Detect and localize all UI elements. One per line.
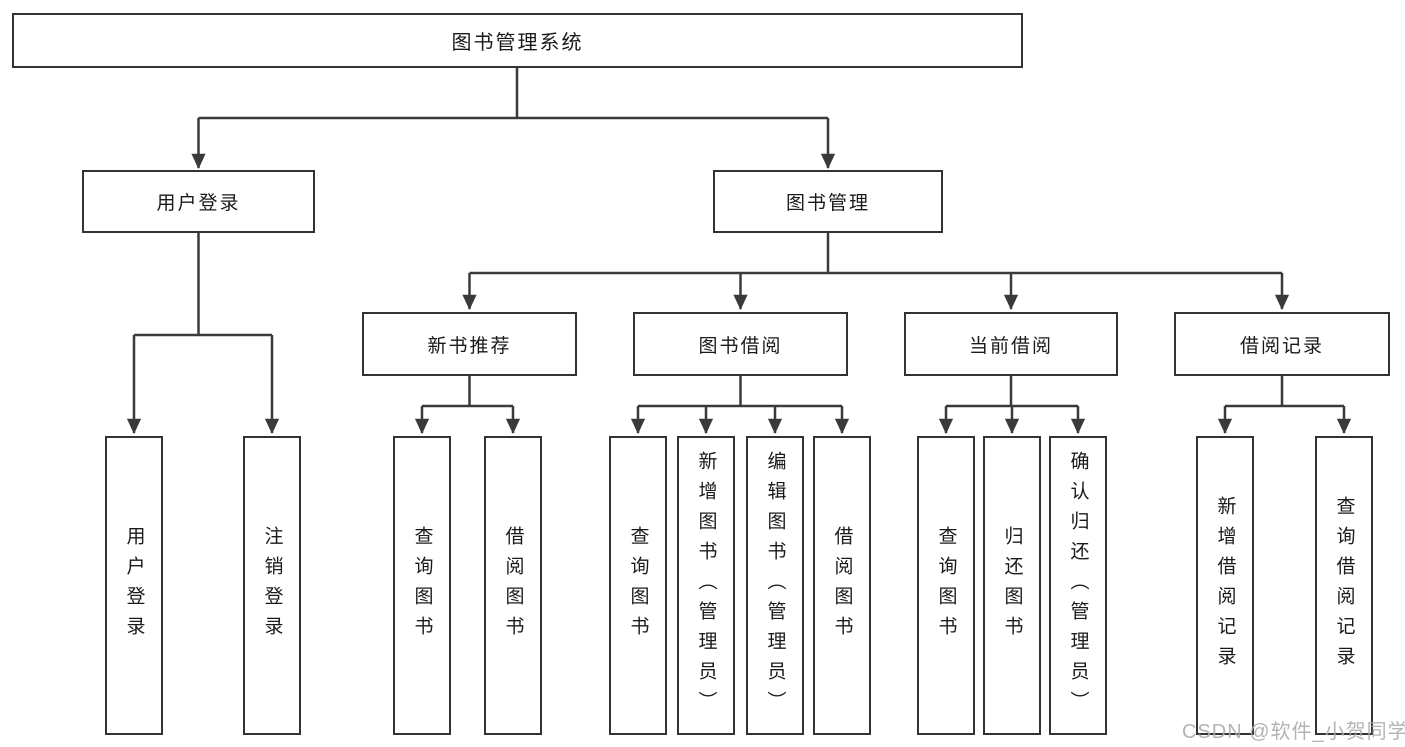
leaf-return-book: 归还图书 <box>983 436 1041 735</box>
leaf-borrow-books: 借阅图书 <box>813 436 871 735</box>
node-borrowing-records: 借阅记录 <box>1174 312 1390 376</box>
leaf-add-borrow-record: 新增借阅记录 <box>1196 436 1254 735</box>
node-label: 确认归还（管理员） <box>1067 450 1089 721</box>
node-user-login: 用户登录 <box>82 170 315 233</box>
leaf-query-borrow-record: 查询借阅记录 <box>1315 436 1373 735</box>
node-root: 图书管理系统 <box>12 13 1023 68</box>
node-book-borrowing: 图书借阅 <box>633 312 848 376</box>
node-label: 借阅记录 <box>1239 335 1324 357</box>
leaf-edit-book-admin: 编辑图书（管理员） <box>746 436 804 735</box>
leaf-confirm-return-admin: 确认归还（管理员） <box>1049 436 1107 735</box>
node-label: 查询图书 <box>411 525 433 646</box>
node-label: 新增图书（管理员） <box>695 450 717 721</box>
leaf-user-login: 用户登录 <box>105 436 163 735</box>
node-label: 借阅图书 <box>831 525 853 646</box>
leaf-query-books-current: 查询图书 <box>917 436 975 735</box>
node-label: 归还图书 <box>1001 525 1023 646</box>
leaf-logout: 注销登录 <box>243 436 301 735</box>
leaf-borrow-books-recommend: 借阅图书 <box>484 436 542 735</box>
node-label: 新增借阅记录 <box>1214 495 1236 676</box>
leaf-query-books-recommend: 查询图书 <box>393 436 451 735</box>
node-label: 图书管理 <box>785 193 870 214</box>
node-current-borrowing: 当前借阅 <box>904 312 1118 376</box>
node-book-management: 图书管理 <box>713 170 943 233</box>
node-label: 查询图书 <box>935 525 957 646</box>
leaf-add-book-admin: 新增图书（管理员） <box>677 436 735 735</box>
leaf-query-books-borrow: 查询图书 <box>609 436 667 735</box>
node-label: 查询借阅记录 <box>1333 495 1355 676</box>
csdn-watermark: CSDN @软件_小贺同学 <box>1182 721 1405 743</box>
node-label: 借阅图书 <box>502 525 524 646</box>
node-label: 查询图书 <box>627 525 649 646</box>
node-label: 注销登录 <box>261 525 283 646</box>
node-label: 图书借阅 <box>698 335 783 357</box>
node-label: 用户登录 <box>156 193 241 214</box>
node-label: 新书推荐 <box>427 335 512 357</box>
node-label: 编辑图书（管理员） <box>764 450 786 721</box>
node-label: 用户登录 <box>123 525 145 646</box>
node-label: 图书管理系统 <box>451 32 584 54</box>
node-new-book-recommend: 新书推荐 <box>362 312 577 376</box>
node-label: 当前借阅 <box>968 335 1053 357</box>
